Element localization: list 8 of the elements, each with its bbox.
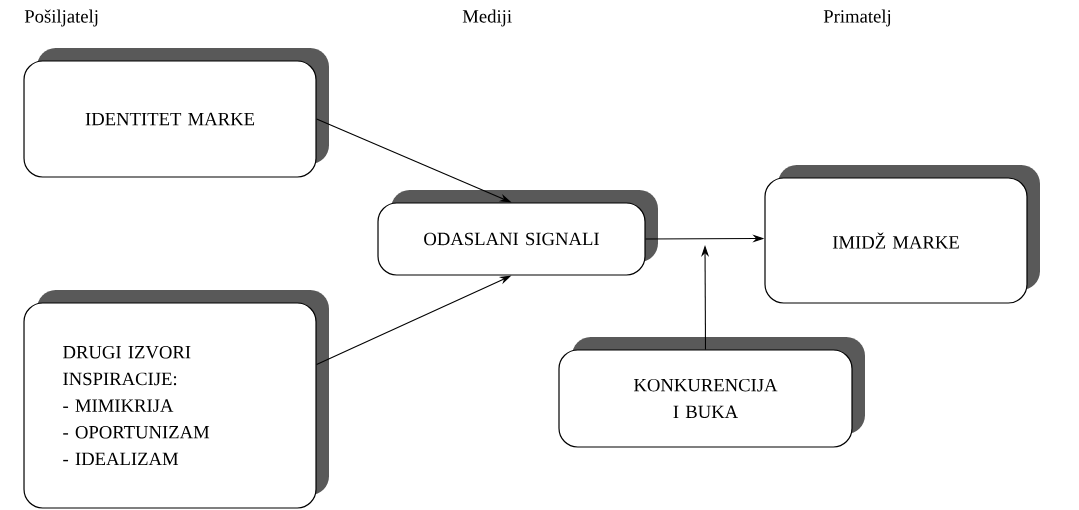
rounded-box: KONKURENCIJA I BUKA — [558, 337, 865, 448]
column-heading: Primatelj — [823, 9, 891, 27]
rounded-box: ODASLANI SIGNALI — [377, 190, 658, 276]
rounded-box: DRUGI IZVORI INSPIRACIJE: - MIMIKRIJA - OPORTUNIZAM - IDEALIZAM — [23, 290, 329, 509]
column-heading: Pošiljatelj — [24, 9, 98, 27]
rounded-box: IMIDŽ MARKE — [764, 165, 1040, 304]
rounded-box: IDENTITET MARKE — [23, 48, 329, 178]
column-heading: Mediji — [462, 9, 512, 27]
